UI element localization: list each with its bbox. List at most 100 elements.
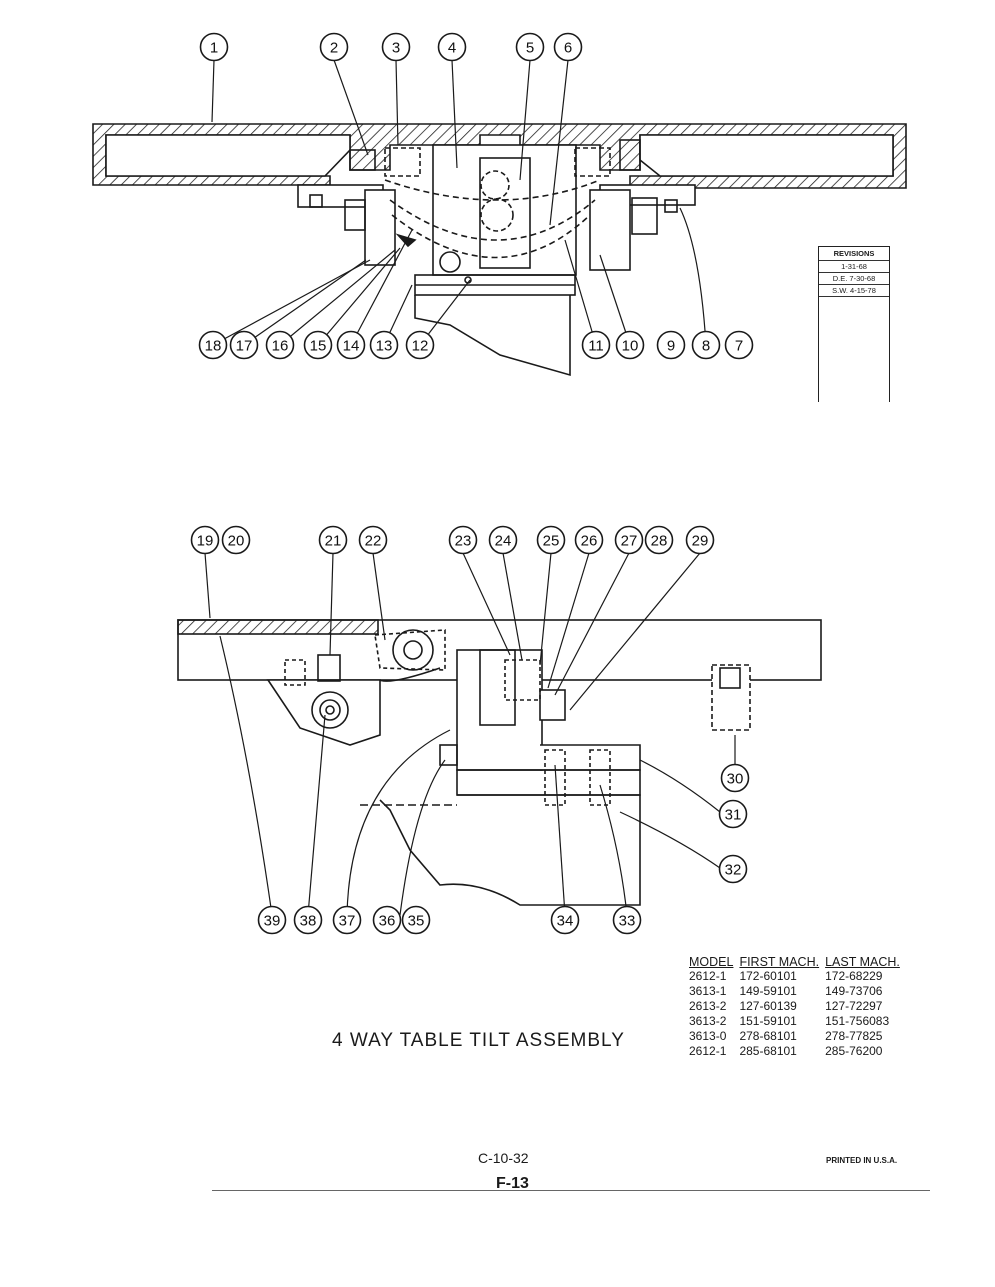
page-number: F-13 [496, 1175, 529, 1192]
callout-circle [229, 330, 259, 360]
callout-number: 2 [330, 40, 338, 57]
callout-number: 36 [379, 913, 396, 930]
model-cell: 172-60101 [739, 969, 797, 983]
callout-circle [614, 525, 644, 555]
model-cell: 3613-1 [689, 984, 727, 998]
callout-number: 38 [300, 913, 317, 930]
callout-circle [372, 905, 402, 935]
callout-number: 17 [236, 338, 253, 355]
callout-28: 28 [644, 525, 674, 555]
model-cell: 2613-2 [689, 999, 727, 1013]
callout-circle [718, 854, 748, 884]
callout-12: 12 [405, 330, 435, 360]
callout-circle [691, 330, 721, 360]
bottom-view [177, 619, 822, 906]
callout-30: 30 [720, 763, 750, 793]
callout-number: 9 [667, 338, 675, 355]
callout-number: 25 [543, 533, 560, 550]
callout-number: 16 [272, 338, 289, 355]
callout-38: 38 [293, 905, 323, 935]
callout-circle [303, 330, 333, 360]
callout-26: 26 [574, 525, 604, 555]
callout-number: 18 [205, 338, 222, 355]
model-cell: 285-76200 [825, 1044, 883, 1058]
drawing-title: 4 WAY TABLE TILT ASSEMBLY [332, 1030, 625, 1051]
callout-3: 3 [381, 32, 411, 62]
callout-circle [720, 763, 750, 793]
callout-circle [336, 330, 366, 360]
callout-number: 11 [588, 338, 604, 355]
callout-number: 26 [581, 533, 598, 550]
callout-number: 32 [725, 862, 742, 879]
callout-16: 16 [265, 330, 295, 360]
callout-circle [448, 525, 478, 555]
callout-1: 1 [199, 32, 229, 62]
callout-19: 19 [190, 525, 220, 555]
footer-rule [212, 1190, 930, 1191]
callout-8: 8 [691, 330, 721, 360]
model-row: 2612-1 285-68101 285-76200 [686, 1044, 903, 1059]
callout-circle [437, 32, 467, 62]
model-cell: 172-68229 [825, 969, 883, 983]
callout-number: 27 [621, 533, 638, 550]
callout-circle [401, 905, 431, 935]
callout-number: 13 [376, 338, 393, 355]
callout-29: 29 [685, 525, 715, 555]
callout-circle [656, 330, 686, 360]
model-header: MODEL [689, 955, 734, 969]
callout-circle [515, 32, 545, 62]
callout-circle [369, 330, 399, 360]
callout-circle [190, 525, 220, 555]
callout-14: 14 [336, 330, 366, 360]
callout-circle [358, 525, 388, 555]
callout-number: 29 [692, 533, 709, 550]
revision-row: 1-31-68 [819, 261, 889, 273]
callout-31: 31 [718, 799, 748, 829]
top-leaders [211, 59, 707, 346]
callout-number: 23 [455, 533, 472, 550]
callout-number: 3 [392, 40, 400, 57]
callout-36: 36 [372, 905, 402, 935]
callout-number: 35 [408, 913, 425, 930]
callout-circle [553, 32, 583, 62]
callout-number: 19 [197, 533, 214, 550]
document-code: C-10-32 [478, 1150, 529, 1166]
callout-number: 4 [448, 40, 456, 57]
model-cell: 3613-2 [689, 1014, 727, 1028]
callout-5: 5 [515, 32, 545, 62]
callout-number: 5 [526, 40, 534, 57]
callout-18: 18 [198, 330, 228, 360]
model-cell: 127-60139 [739, 999, 797, 1013]
callout-number: 30 [727, 771, 744, 788]
callout-number: 10 [622, 338, 639, 355]
callout-13: 13 [369, 330, 399, 360]
last-mach-header: LAST MACH. [825, 955, 900, 969]
callout-23: 23 [448, 525, 478, 555]
callout-15: 15 [303, 330, 333, 360]
callout-number: 7 [735, 338, 743, 355]
callout-2: 2 [319, 32, 349, 62]
callout-24: 24 [488, 525, 518, 555]
callout-circle [221, 525, 251, 555]
callout-27: 27 [614, 525, 644, 555]
callout-number: 28 [651, 533, 668, 550]
callout-number: 39 [264, 913, 281, 930]
first-mach-header: FIRST MACH. [739, 955, 820, 969]
callout-number: 37 [339, 913, 356, 930]
model-cell: 278-68101 [739, 1029, 797, 1043]
model-cell: 285-68101 [739, 1044, 797, 1058]
callout-circle [718, 799, 748, 829]
callout-circle [332, 905, 362, 935]
callout-number: 22 [365, 533, 382, 550]
model-cell: 2612-1 [689, 969, 727, 983]
callout-number: 31 [725, 807, 742, 824]
callout-number: 6 [564, 40, 572, 57]
model-cell: 2612-1 [689, 1044, 727, 1058]
callout-number: 8 [702, 338, 710, 355]
callout-25: 25 [536, 525, 566, 555]
model-cell: 151-756083 [825, 1014, 890, 1028]
